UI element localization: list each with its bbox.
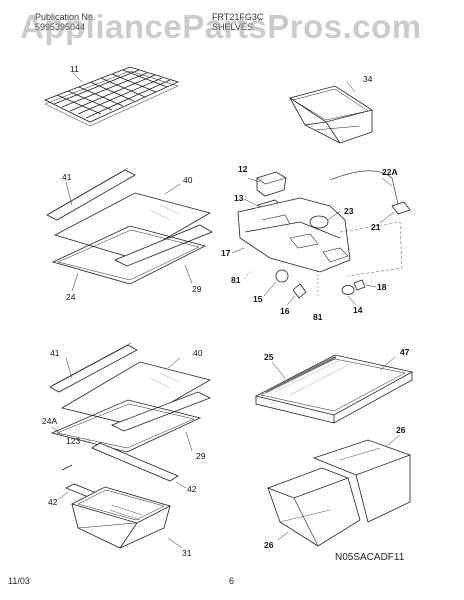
callout: 17 — [221, 248, 231, 258]
callout: 31 — [182, 548, 192, 558]
callout-labels: 11 34 41 40 29 24 12 13 22A 23 21 17 81 … — [42, 64, 410, 558]
diagram-code: N05SACADF11 — [335, 552, 405, 563]
callout: 22A — [382, 167, 398, 177]
callout: 18 — [377, 282, 387, 292]
callout: 41 — [50, 348, 60, 358]
wire-shelf — [44, 66, 180, 127]
callout: 15 — [253, 294, 263, 304]
callout: 12 — [238, 164, 248, 174]
callout: 34 — [363, 74, 373, 84]
watermark-logo: AppliancePartsPros.com — [20, 8, 422, 45]
page-number: 6 — [229, 576, 235, 586]
glass-shelf-upper — [46, 167, 213, 285]
callout: 21 — [371, 222, 381, 232]
callout: 24A — [42, 416, 57, 426]
callout: 42 — [187, 484, 197, 494]
callout: 81 — [313, 312, 323, 322]
callout: 26 — [264, 540, 274, 550]
section-title: SHELVES — [212, 22, 253, 32]
footer-date: 11/03 — [8, 576, 30, 586]
callout: 26 — [396, 425, 406, 435]
crisper-pan-small — [289, 85, 373, 144]
callout: 40 — [193, 348, 203, 358]
publication-number: 5995395044 — [35, 22, 86, 32]
callout: 23 — [344, 206, 354, 216]
callout: 29 — [196, 451, 206, 461]
callout: 47 — [400, 347, 410, 357]
model-number: FRT21FG3C — [212, 12, 264, 22]
publication-label: Publication No. — [35, 12, 96, 22]
callout: 29 — [192, 284, 202, 294]
crisper-cover — [254, 354, 414, 424]
callout: 81 — [231, 275, 241, 285]
callout: 41 — [62, 172, 72, 182]
callout: 40 — [183, 175, 193, 185]
callout: 14 — [353, 305, 363, 315]
callout: 24 — [66, 292, 76, 302]
callout: 11 — [70, 64, 79, 74]
callout: 42 — [48, 497, 58, 507]
control-housing — [237, 170, 411, 299]
callout: 13 — [234, 193, 244, 203]
glass-shelf-lower — [49, 342, 212, 501]
callout: 16 — [280, 306, 290, 316]
deli-drawer — [70, 486, 172, 549]
callout: 25 — [264, 352, 274, 362]
crisper-drawers — [266, 439, 412, 547]
callout: 123 — [66, 436, 80, 446]
